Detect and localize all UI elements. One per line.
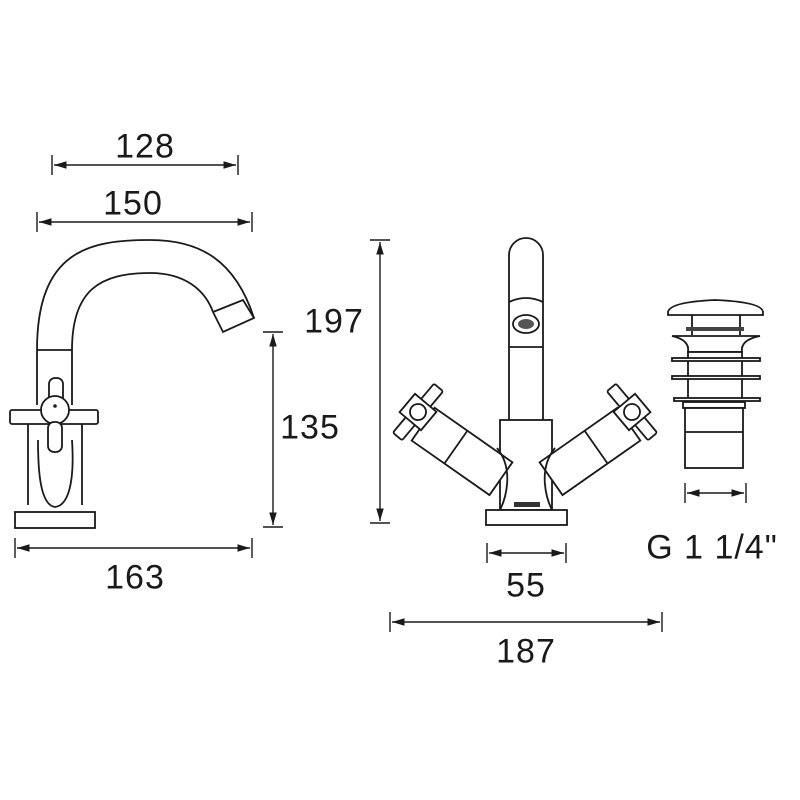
dimension-label-187: 187 bbox=[496, 632, 556, 671]
side-view-faucet bbox=[9, 239, 256, 529]
dimension-label-150: 150 bbox=[103, 184, 163, 223]
dimension-label-135: 135 bbox=[280, 408, 340, 447]
dimension-lines bbox=[14, 155, 747, 632]
dimension-label-55: 55 bbox=[506, 566, 546, 605]
front-view-faucet bbox=[392, 237, 658, 526]
click-waste bbox=[667, 299, 764, 469]
dimension-label-128: 128 bbox=[115, 127, 175, 166]
waste-thread-label: G 1 1/4" bbox=[646, 528, 778, 567]
dimension-label-163: 163 bbox=[105, 558, 165, 597]
dimension-label-197: 197 bbox=[304, 302, 364, 341]
